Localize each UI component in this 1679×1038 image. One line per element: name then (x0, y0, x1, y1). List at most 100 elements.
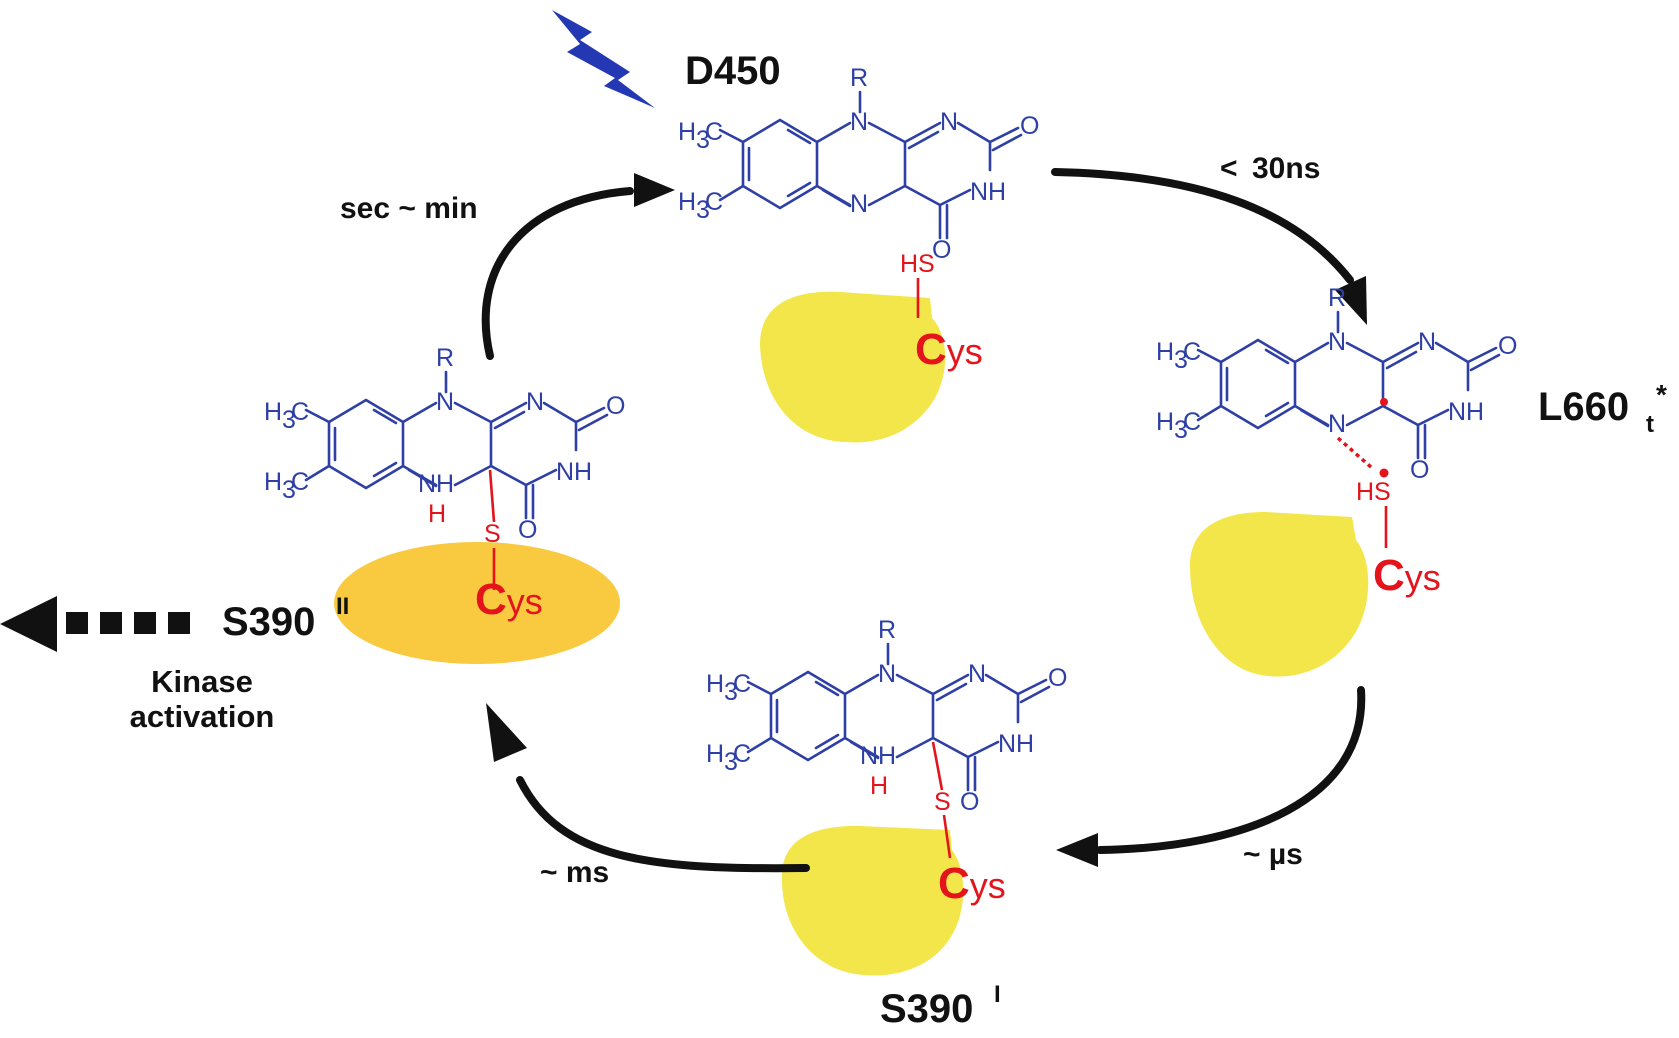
svg-text:N: N (418, 470, 436, 498)
svg-text:O: O (960, 788, 979, 816)
flavin-d450: R N N O NH N O H 3 C H 3 C (678, 64, 1039, 264)
state-label-s390i: S390 I (880, 981, 1001, 1031)
svg-text:O: O (932, 236, 951, 264)
svg-text:NH: NH (556, 458, 592, 486)
protein-d450 (760, 291, 946, 443)
svg-text:R: R (436, 344, 454, 372)
svg-text:H: H (870, 772, 888, 800)
svg-text:H: H (264, 398, 282, 426)
svg-text:O: O (518, 516, 537, 544)
svg-text:C: C (291, 468, 309, 496)
kinase-label-line2: activation (130, 699, 275, 734)
svg-text:S: S (934, 788, 951, 816)
svg-text:3: 3 (282, 406, 296, 434)
svg-text:C: C (733, 670, 751, 698)
protein-s390i (781, 825, 964, 976)
svg-text:*: * (1656, 379, 1667, 410)
svg-text:C: C (705, 118, 723, 146)
svg-text:NH: NH (1448, 398, 1484, 426)
svg-text:H: H (428, 500, 446, 528)
svg-text:H: H (1156, 408, 1174, 436)
kinase-activation-arrow (0, 596, 190, 652)
svg-text:HS: HS (1356, 478, 1391, 506)
svg-text:H: H (1156, 338, 1174, 366)
flavin-l660: R N N O NH N O H 3 C H 3 C (1156, 284, 1517, 484)
svg-text:S390: S390 (222, 600, 315, 644)
svg-text:O: O (1498, 332, 1517, 360)
cysteine-s390i: S Cys (931, 741, 1006, 908)
arrow-l660-to-s390i (1056, 686, 1366, 867)
arrow-s390ii-to-d450 (481, 173, 675, 360)
svg-text:O: O (1048, 664, 1067, 692)
rate-label-l660-to-s390i: ~ µs (1243, 838, 1303, 871)
svg-text:O: O (1410, 456, 1429, 484)
svg-text:30ns: 30ns (1252, 152, 1320, 185)
svg-text:C: C (1183, 408, 1201, 436)
svg-text:<: < (1220, 152, 1238, 185)
state-label-s390ii: S390 II (222, 593, 349, 644)
rate-label-s390i-to-s390ii: ~ ms (540, 856, 609, 889)
svg-text:C: C (291, 398, 309, 426)
svg-text:II: II (336, 593, 349, 620)
svg-text:C: C (733, 740, 751, 768)
svg-text:N: N (850, 108, 868, 136)
svg-text:N: N (1328, 410, 1346, 438)
svg-text:H: H (706, 670, 724, 698)
kinase-label-line1: Kinase (151, 664, 253, 699)
svg-text:N: N (878, 660, 896, 688)
svg-text:H: H (678, 118, 696, 146)
svg-text:R: R (878, 616, 896, 644)
svg-text:Cys: Cys (1373, 551, 1441, 600)
flavin-s390ii: R N N O NH N H O H 3 C H 3 C H (264, 344, 625, 544)
cysteine-d450: HS Cys (900, 250, 983, 374)
svg-text:L660: L660 (1538, 385, 1629, 429)
svg-text:R: R (850, 64, 868, 92)
rate-label-d450-to-l660: < 30ns (1220, 152, 1320, 185)
svg-text:O: O (606, 392, 625, 420)
svg-text:NH: NH (998, 730, 1034, 758)
light-bolt-icon (552, 10, 655, 108)
svg-text:3: 3 (696, 126, 710, 154)
protein-s390ii (334, 542, 620, 664)
svg-text:3: 3 (724, 748, 738, 776)
arrow-s390i-to-s390ii (486, 703, 810, 873)
state-label-l660: L660 t * (1538, 379, 1667, 438)
state-label-d450: D450 (685, 49, 781, 93)
svg-text:3: 3 (696, 196, 710, 224)
svg-text:N: N (968, 660, 986, 688)
svg-text:I: I (994, 981, 1001, 1008)
svg-text:N: N (1418, 328, 1436, 356)
flavin-s390i: R N N O NH N H O H 3 C H 3 C H (706, 616, 1067, 816)
svg-text:N: N (860, 742, 878, 770)
svg-text:H: H (878, 742, 896, 770)
svg-text:H: H (706, 740, 724, 768)
svg-text:3: 3 (1174, 346, 1188, 374)
svg-text:H: H (678, 188, 696, 216)
svg-text:N: N (850, 190, 868, 218)
cysteine-s390ii: S Cys (475, 469, 543, 624)
svg-text:HS: HS (900, 250, 935, 278)
svg-text:O: O (1020, 112, 1039, 140)
svg-text:3: 3 (724, 678, 738, 706)
svg-text:N: N (526, 388, 544, 416)
svg-text:t: t (1646, 411, 1654, 438)
svg-text:R: R (1328, 284, 1346, 312)
svg-text:H: H (436, 470, 454, 498)
arrow-d450-to-l660 (1051, 168, 1367, 325)
rate-label-s390ii-to-d450: sec ~ min (340, 192, 478, 225)
svg-text:Cys: Cys (938, 859, 1006, 908)
svg-text:C: C (1183, 338, 1201, 366)
svg-text:N: N (940, 108, 958, 136)
svg-text:H: H (264, 468, 282, 496)
svg-text:Cys: Cys (475, 575, 543, 624)
protein-l660 (1190, 512, 1369, 677)
svg-text:N: N (436, 388, 454, 416)
svg-text:N: N (1328, 328, 1346, 356)
svg-text:3: 3 (1174, 416, 1188, 444)
svg-text:C: C (705, 188, 723, 216)
svg-text:Cys: Cys (915, 325, 983, 374)
svg-text:NH: NH (970, 178, 1006, 206)
cysteine-l660: HS Cys (1336, 436, 1441, 600)
svg-text:3: 3 (282, 476, 296, 504)
